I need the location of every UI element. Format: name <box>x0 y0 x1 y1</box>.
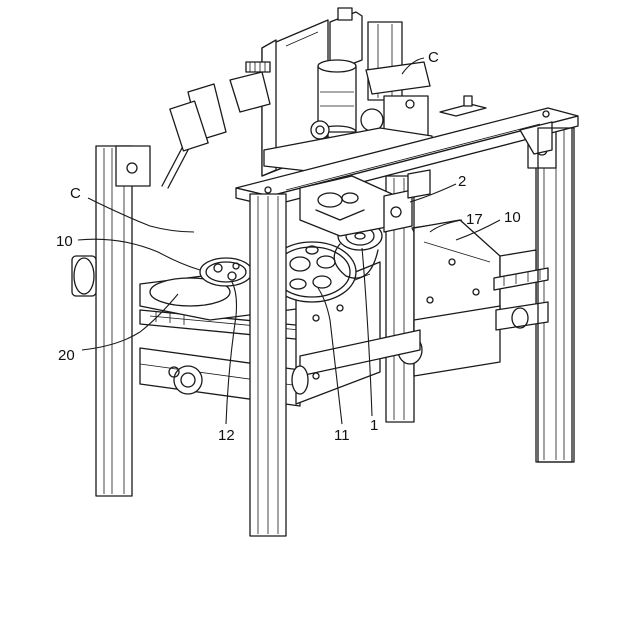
label-2: 2 <box>458 173 466 190</box>
label-17: 17 <box>466 211 483 228</box>
label-20: 20 <box>58 347 75 364</box>
label-c-top: C <box>428 49 439 66</box>
label-10-left: 10 <box>56 233 73 250</box>
label-10-right: 10 <box>504 209 521 226</box>
label-12: 12 <box>218 427 235 444</box>
label-1: 1 <box>370 417 378 434</box>
label-11: 11 <box>334 427 350 444</box>
front-left-frame-post <box>250 194 286 536</box>
label-c-left: C <box>70 185 81 202</box>
